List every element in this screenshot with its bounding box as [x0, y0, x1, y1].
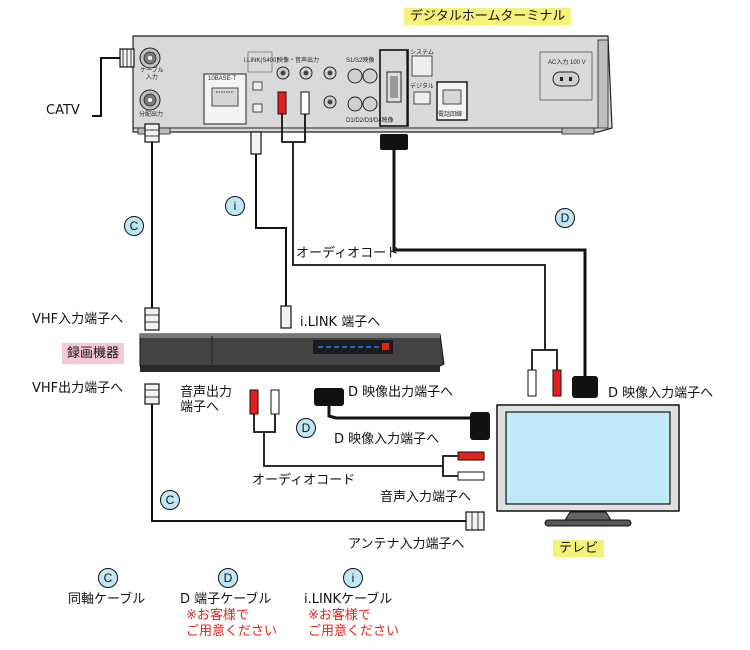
- d-terminal-port: [379, 49, 409, 127]
- s-video-jacks: [347, 68, 378, 112]
- audio-cord-bottom-label: オーディオコード: [252, 473, 356, 488]
- ilink-cable: [250, 131, 292, 329]
- terminal-title: デジタルホームターミナル: [404, 8, 572, 25]
- audio-in-label: 音声入力端子へ: [380, 490, 472, 505]
- vhf-out-label: VHF出力端子へ: [32, 381, 124, 396]
- legend-ilink-note-line2: ご用意ください: [308, 624, 400, 639]
- tv-device: [496, 404, 680, 527]
- ac-inlet: [539, 51, 593, 101]
- audio-cord-recorder-to-tv: [249, 389, 485, 481]
- lan-port: [203, 73, 247, 125]
- ilink-badge: i: [225, 196, 245, 216]
- audio-cord-terminal-to-tv: [277, 91, 562, 397]
- av-output-label: 映像・音声出力: [277, 58, 320, 64]
- audio-cord-top-label: オーディオコード: [296, 246, 400, 261]
- av-output-jacks: [276, 66, 337, 109]
- cable-input-label: ケーブル 入力: [140, 68, 164, 81]
- ilink-port-group: [247, 51, 273, 113]
- legend-ilink-note-line1: ※お客様で: [308, 608, 371, 623]
- d-video-in-recorder-label: D 映像入力端子へ: [334, 432, 440, 447]
- d-cable-terminal-to-tv: [380, 134, 598, 398]
- d-badge-bottom: D: [296, 418, 316, 438]
- d-video-panel-label: D1/D2/D3/D4映像: [346, 118, 394, 124]
- d-cable-recorder-to-tv: [314, 388, 490, 440]
- recorder-device: [139, 333, 445, 372]
- audio-out-label-line2: 端子へ: [180, 400, 220, 415]
- d-badge-top: D: [555, 208, 575, 228]
- split-output-label: 分配出力: [139, 112, 164, 118]
- legend-d-note-line1: ※お客様で: [186, 608, 249, 623]
- catv-label: CATV: [46, 103, 80, 118]
- recorder-title: 録画機器: [62, 343, 125, 364]
- cable-input-connector: [119, 47, 161, 69]
- vhf-in-label: VHF入力端子へ: [32, 312, 124, 327]
- audio-out-label-line1: 音声出力: [180, 385, 233, 400]
- system-label: システム: [410, 50, 434, 56]
- coax-badge-bottom: C: [160, 490, 180, 510]
- coax-cable-terminal-to-recorder: [144, 123, 160, 331]
- coax-badge-top: C: [124, 216, 144, 236]
- legend-d-note-line2: ご用意ください: [186, 624, 278, 639]
- ilink-port-label: i.LINK(S400): [244, 58, 279, 64]
- system-digital-ports: [406, 50, 433, 126]
- legend-d-label: D 端子ケーブル: [180, 592, 272, 607]
- d-video-in-tv-label: D 映像入力端子へ: [608, 386, 714, 401]
- catv-feed-line: [92, 57, 120, 117]
- split-output-connector: [139, 89, 161, 111]
- legend-coax-label: 同軸ケーブル: [68, 592, 146, 607]
- s-video-label: S1/S2映像: [346, 58, 375, 64]
- ilink-terminal-label: i.LINK 端子へ: [300, 315, 381, 330]
- coax-cable-recorder-to-tv: [144, 383, 485, 531]
- tv-title: テレビ: [553, 540, 605, 557]
- legend-coax-badge: C: [98, 568, 118, 588]
- legend-ilink-badge: i: [343, 568, 363, 588]
- legend-ilink-label: i.LINKケーブル: [304, 592, 393, 607]
- legend-d-badge: D: [218, 568, 238, 588]
- digital-label: デジタル: [410, 84, 434, 90]
- phone-line-label: 電話回線: [438, 112, 463, 118]
- ac-input-label: AC入力 100 V: [548, 60, 586, 66]
- antenna-in-label: アンテナ入力端子へ: [348, 537, 465, 552]
- lan-label: 10BASE-T: [208, 76, 237, 82]
- d-video-out-label: D 映像出力端子へ: [348, 385, 454, 400]
- phone-line-port: [436, 81, 468, 121]
